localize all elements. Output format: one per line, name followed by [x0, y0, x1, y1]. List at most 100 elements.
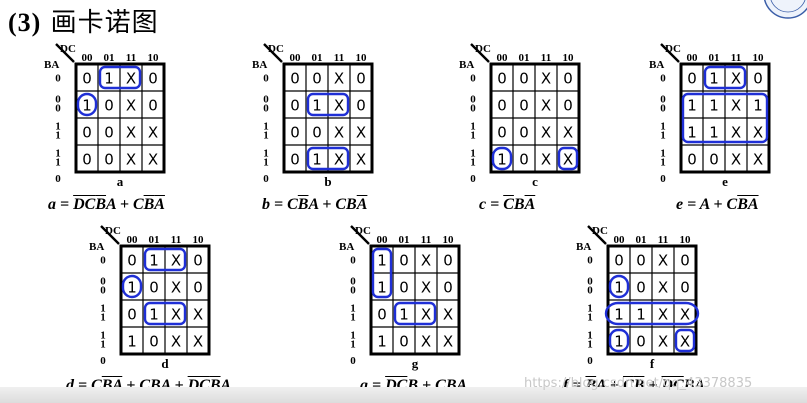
kmap-group-loop	[76, 92, 98, 117]
kmap-cell: X	[658, 252, 668, 270]
column-header: 00	[127, 234, 139, 246]
kmap-cell: 0	[497, 70, 507, 88]
kmap-cell: 0	[290, 70, 300, 88]
kmap-cell: X	[148, 124, 158, 142]
row-header: 0	[587, 276, 593, 288]
row-header: 1	[55, 148, 61, 160]
kmap-cell: X	[680, 333, 690, 351]
title-text: 画卡诺图	[50, 8, 159, 38]
kmap-diagonal	[263, 43, 283, 63]
kmap-diagonal	[470, 43, 490, 63]
kmap-cell: 0	[519, 70, 529, 88]
kmap-cell: 1	[82, 97, 92, 115]
column-header: 10	[356, 52, 368, 64]
column-header: 01	[709, 52, 720, 64]
column-header: 00	[377, 234, 389, 246]
kmap-cell: 0	[148, 97, 158, 115]
column-header: 00	[497, 52, 509, 64]
row-header: 0	[470, 173, 476, 185]
kmap-cell: 1	[104, 70, 114, 88]
kmap-cell: X	[541, 151, 551, 169]
kmap-label: d	[161, 356, 169, 371]
kmap-cell: 1	[709, 70, 719, 88]
column-header: 00	[687, 52, 699, 64]
kmap-cell: 1	[614, 279, 624, 297]
ba-label: BA	[576, 241, 591, 253]
kmap-cell: 1	[149, 252, 159, 270]
column-header: 11	[541, 52, 551, 64]
kmap-group-loop	[703, 65, 747, 90]
kmap-cell: 0	[82, 124, 92, 142]
kmap-cell: 1	[636, 306, 646, 324]
kmap-cell: 0	[636, 333, 646, 351]
row-header: 0	[100, 285, 106, 297]
kmap-cell: 0	[356, 97, 366, 115]
row-header: 1	[100, 339, 106, 351]
kmap-cell: 0	[687, 70, 697, 88]
kmap-diagonal	[100, 225, 120, 245]
kmap-cell: 0	[82, 70, 92, 88]
column-header: 10	[753, 52, 765, 64]
kmap-group-loop	[393, 301, 437, 326]
kmap-cell: X	[126, 97, 136, 115]
kmap-cell: 1	[377, 333, 387, 351]
kmap-cell: 1	[687, 97, 697, 115]
kmap-cell: 1	[127, 333, 137, 351]
kmap-cell: X	[334, 97, 344, 115]
dc-label: DC	[475, 43, 491, 55]
column-header: 11	[171, 234, 181, 246]
kmap-cell: 0	[497, 124, 507, 142]
kmap-cell: X	[148, 151, 158, 169]
row-header: 0	[100, 355, 106, 367]
ba-label: BA	[89, 241, 104, 253]
row-header: 1	[350, 339, 356, 351]
row-header: 1	[263, 148, 269, 160]
kmap-cell: 0	[563, 97, 573, 115]
kmap-cell: X	[753, 151, 763, 169]
kmap-cell: X	[541, 97, 551, 115]
row-header: 1	[55, 130, 61, 142]
row-header: 0	[660, 173, 666, 185]
row-header: 0	[55, 103, 61, 115]
kmap-cell: X	[658, 306, 668, 324]
kmap-cell: 0	[614, 252, 624, 270]
kmap-cell: 1	[127, 279, 137, 297]
ba-label: BA	[459, 59, 474, 71]
kmap-cell: 0	[356, 70, 366, 88]
kmap-cell: 0	[290, 97, 300, 115]
kmap-cell: 1	[312, 97, 322, 115]
dc-label: DC	[355, 225, 371, 237]
column-header: 11	[334, 52, 344, 64]
kmap-cell: 0	[753, 70, 763, 88]
kmap-cell: X	[658, 333, 668, 351]
bottom-bar	[0, 387, 807, 403]
kmap-cell: 0	[636, 279, 646, 297]
dc-label: DC	[665, 43, 681, 55]
kmap-cell: X	[126, 124, 136, 142]
dc-label: DC	[592, 225, 608, 237]
row-header: 1	[587, 339, 593, 351]
kmap-cell: 0	[680, 279, 690, 297]
kmap-cell: 0	[127, 252, 137, 270]
kmap-cell: 0	[104, 124, 114, 142]
kmap-label: e	[722, 174, 728, 189]
column-header: 01	[519, 52, 530, 64]
kmap-cell: X	[421, 306, 431, 324]
row-header: 0	[587, 255, 593, 267]
row-header: 1	[100, 312, 106, 324]
kmap-cell: 1	[312, 151, 322, 169]
kmap-cell: 0	[193, 279, 203, 297]
kmap-cell: X	[731, 70, 741, 88]
kmap-cell: X	[731, 124, 741, 142]
kmap-cell: X	[171, 279, 181, 297]
row-header: 0	[660, 73, 666, 85]
kmap-cell: X	[541, 70, 551, 88]
kmap-cell: 0	[104, 151, 114, 169]
row-header: 1	[470, 148, 476, 160]
column-header: 00	[290, 52, 302, 64]
kmap-cell: X	[541, 124, 551, 142]
kmap-cell: 0	[82, 151, 92, 169]
